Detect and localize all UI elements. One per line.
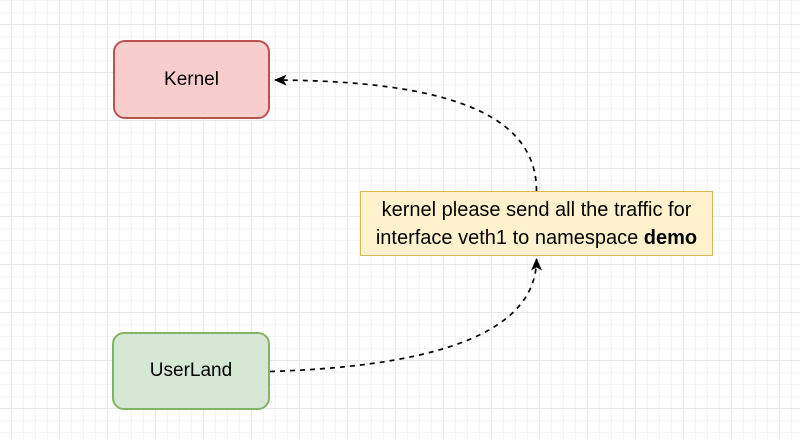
- edge-userland-to-message[interactable]: [269, 258, 542, 373]
- message-line-1: kernel please send all the traffic for: [381, 198, 692, 221]
- message-line-2-text: interface veth1 to namespace: [375, 226, 644, 249]
- edge-message-to-kernel[interactable]: [274, 74, 538, 192]
- message-label[interactable]: kernel please send all the traffic for i…: [360, 191, 713, 256]
- userland-node-label: UserLand: [149, 360, 233, 381]
- message-line-2: interface veth1 to namespace demo: [376, 224, 697, 252]
- message-line-2-bold: demo: [643, 226, 698, 249]
- userland-node[interactable]: UserLand: [112, 332, 270, 410]
- kernel-node[interactable]: Kernel: [113, 40, 270, 119]
- kernel-node-label: Kernel: [164, 68, 219, 90]
